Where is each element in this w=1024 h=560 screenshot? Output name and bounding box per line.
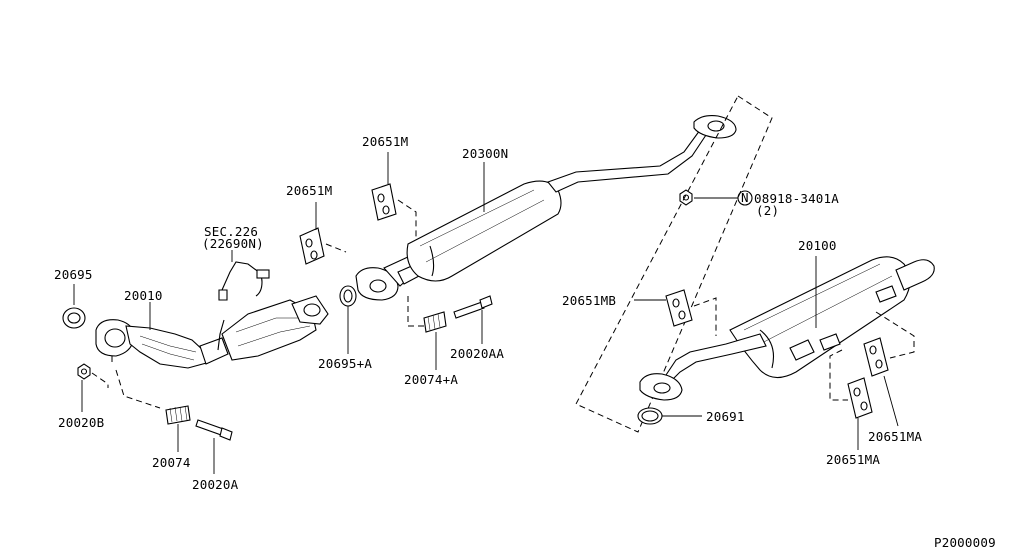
mount-rubber-20651MA-lower [829,349,873,450]
label-sec226-sub: (22690N) [202,236,264,251]
gasket-20695A [339,285,357,354]
center-muffler-20300N [355,115,737,301]
label-20074A: 20074+A [404,372,458,387]
label-nut-qty: (2) [756,203,779,218]
label-20651M-top: 20651M [362,134,408,149]
gasket-20695 [62,284,86,329]
label-20020A: 20020A [192,477,239,492]
front-tube-20010 [95,295,329,369]
mount-rubber-20651MB [634,289,717,336]
mount-rubber-20651M-left [299,202,347,265]
connection-outline [575,95,773,433]
label-nut-code: 08918-3401A [754,191,839,206]
label-20100: 20100 [798,238,837,253]
label-20020AA: 20020AA [450,346,504,361]
label-20651M-left: 20651M [286,183,332,198]
nut-08918-3401A [679,189,753,206]
label-20691: 20691 [706,409,745,424]
label-20651MA-lower: 20651MA [826,452,880,467]
label-20074: 20074 [152,455,191,470]
nut-20020B [77,363,109,412]
spring-20074 [115,369,191,452]
label-sec226: SEC.226 [204,224,258,239]
label-20300N: 20300N [462,146,508,161]
bolt-20020A [195,419,233,474]
label-20020B: 20020B [58,415,104,430]
label-20651MB: 20651MB [562,293,616,308]
nut-symbol: N [741,190,749,205]
figure-id: P2000009 [934,535,996,550]
label-20695: 20695 [54,267,93,282]
label-20010: 20010 [124,288,163,303]
gasket-20691 [637,407,702,425]
label-20651MA-upper: 20651MA [868,429,922,444]
bolt-20020AA [453,295,493,344]
main-muffler-20100 [639,256,935,401]
mount-rubber-20651M-top [371,152,417,246]
label-20695A: 20695+A [318,356,372,371]
spring-20074A [407,296,447,370]
mount-rubber-20651MA-upper [863,311,915,427]
oxygen-sensor [217,250,270,351]
